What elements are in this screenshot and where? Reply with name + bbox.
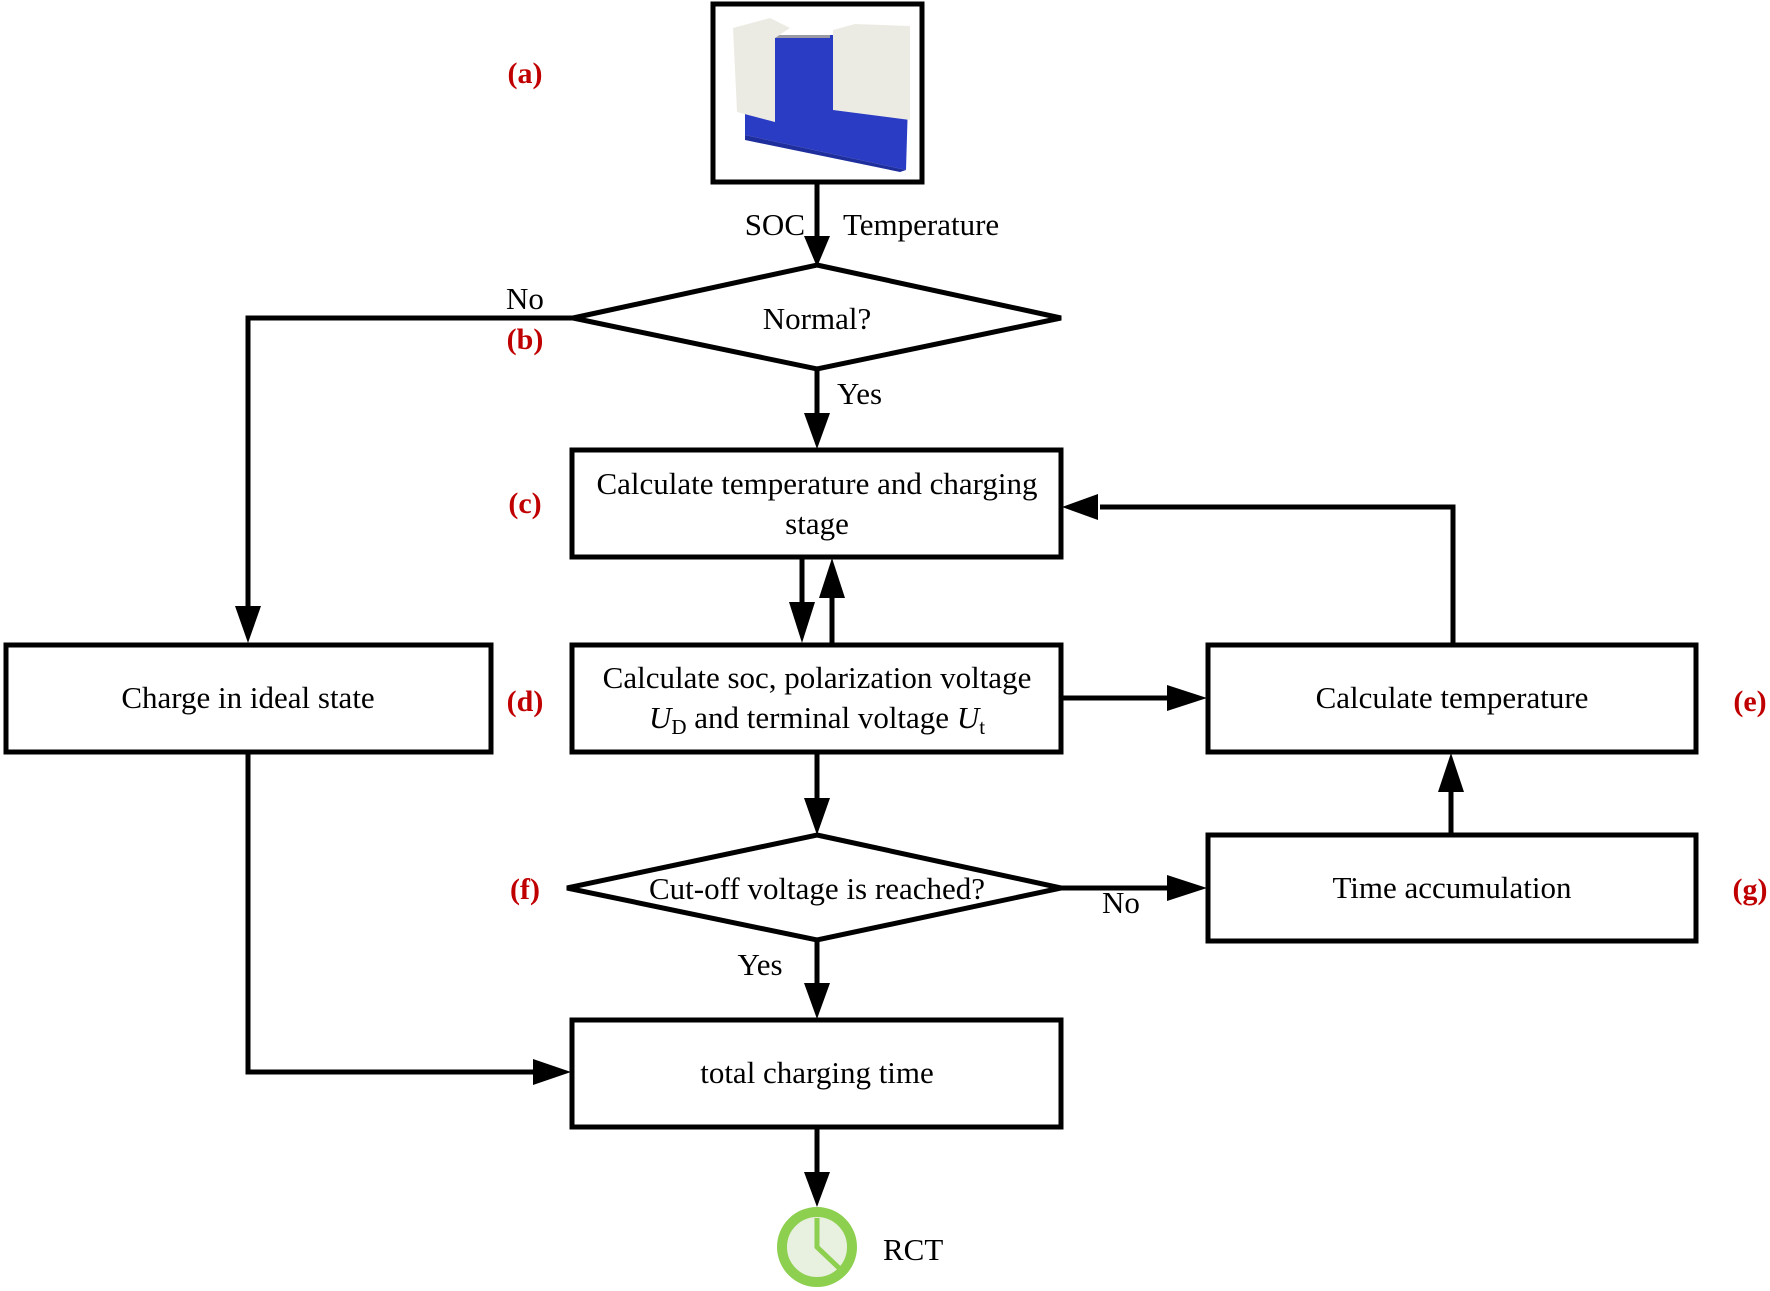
- arrowhead: [804, 983, 830, 1019]
- clock-icon: [777, 1207, 857, 1287]
- step-label-e: (e): [1733, 685, 1766, 718]
- arrowhead: [1167, 875, 1207, 901]
- arrowhead: [789, 602, 815, 643]
- connector-ideal-to-total: [245, 752, 535, 1075]
- input-temperature: Temperature: [843, 207, 999, 242]
- step-box-d: [569, 642, 1064, 755]
- yes-label-cutoff: Yes: [737, 947, 782, 982]
- step-c-line2: stage: [785, 506, 849, 541]
- step-box-c: [569, 447, 1064, 560]
- step-total-text: total charging time: [700, 1055, 934, 1090]
- step-label-b: (b): [507, 323, 544, 356]
- battery-photo-frame: [710, 1, 925, 185]
- tape-right: [833, 24, 910, 120]
- arrowhead: [804, 413, 830, 449]
- input-soc: SOC: [745, 207, 805, 242]
- arrowhead: [1062, 494, 1098, 520]
- arrowhead: [533, 1059, 571, 1085]
- step-box-e: [1205, 642, 1699, 755]
- step-c-line1: Calculate temperature and charging: [597, 466, 1038, 501]
- step-label-c: (c): [508, 487, 541, 520]
- decision-cutoff-text: Cut-off voltage is reached?: [649, 871, 985, 906]
- step-box-total: [569, 1017, 1064, 1130]
- no-label-cutoff: No: [1102, 885, 1140, 920]
- rct-label: RCT: [883, 1232, 943, 1267]
- arrowhead: [1438, 753, 1464, 792]
- step-label-g: (g): [1733, 873, 1768, 906]
- arrowhead: [804, 1172, 830, 1207]
- step-label-f: (f): [510, 873, 540, 906]
- arrowhead: [804, 236, 830, 267]
- connector-no-to-ideal: [245, 315, 573, 615]
- no-label-normal: No: [506, 281, 544, 316]
- battery-cell-photo: [733, 18, 910, 172]
- step-label-d: (d): [507, 685, 544, 718]
- connector-e-to-c: [1100, 504, 1456, 645]
- step-e-text: Calculate temperature: [1316, 680, 1589, 715]
- step-d-line1: Calculate soc, polarization voltage: [603, 660, 1032, 695]
- arrowhead: [804, 798, 830, 835]
- step-d-line2: UD and terminal voltage Ut: [649, 700, 985, 739]
- yes-label-normal: Yes: [837, 376, 882, 411]
- step-ideal-text: Charge in ideal state: [121, 680, 374, 715]
- step-box-g: [1205, 832, 1699, 944]
- tape-left: [733, 18, 790, 122]
- step-g-text: Time accumulation: [1332, 870, 1572, 905]
- decision-normal-text: Normal?: [763, 301, 871, 336]
- arrowhead: [1167, 685, 1207, 711]
- arrowhead: [235, 606, 261, 643]
- arrowhead: [819, 558, 845, 598]
- step-label-a: (a): [508, 57, 543, 90]
